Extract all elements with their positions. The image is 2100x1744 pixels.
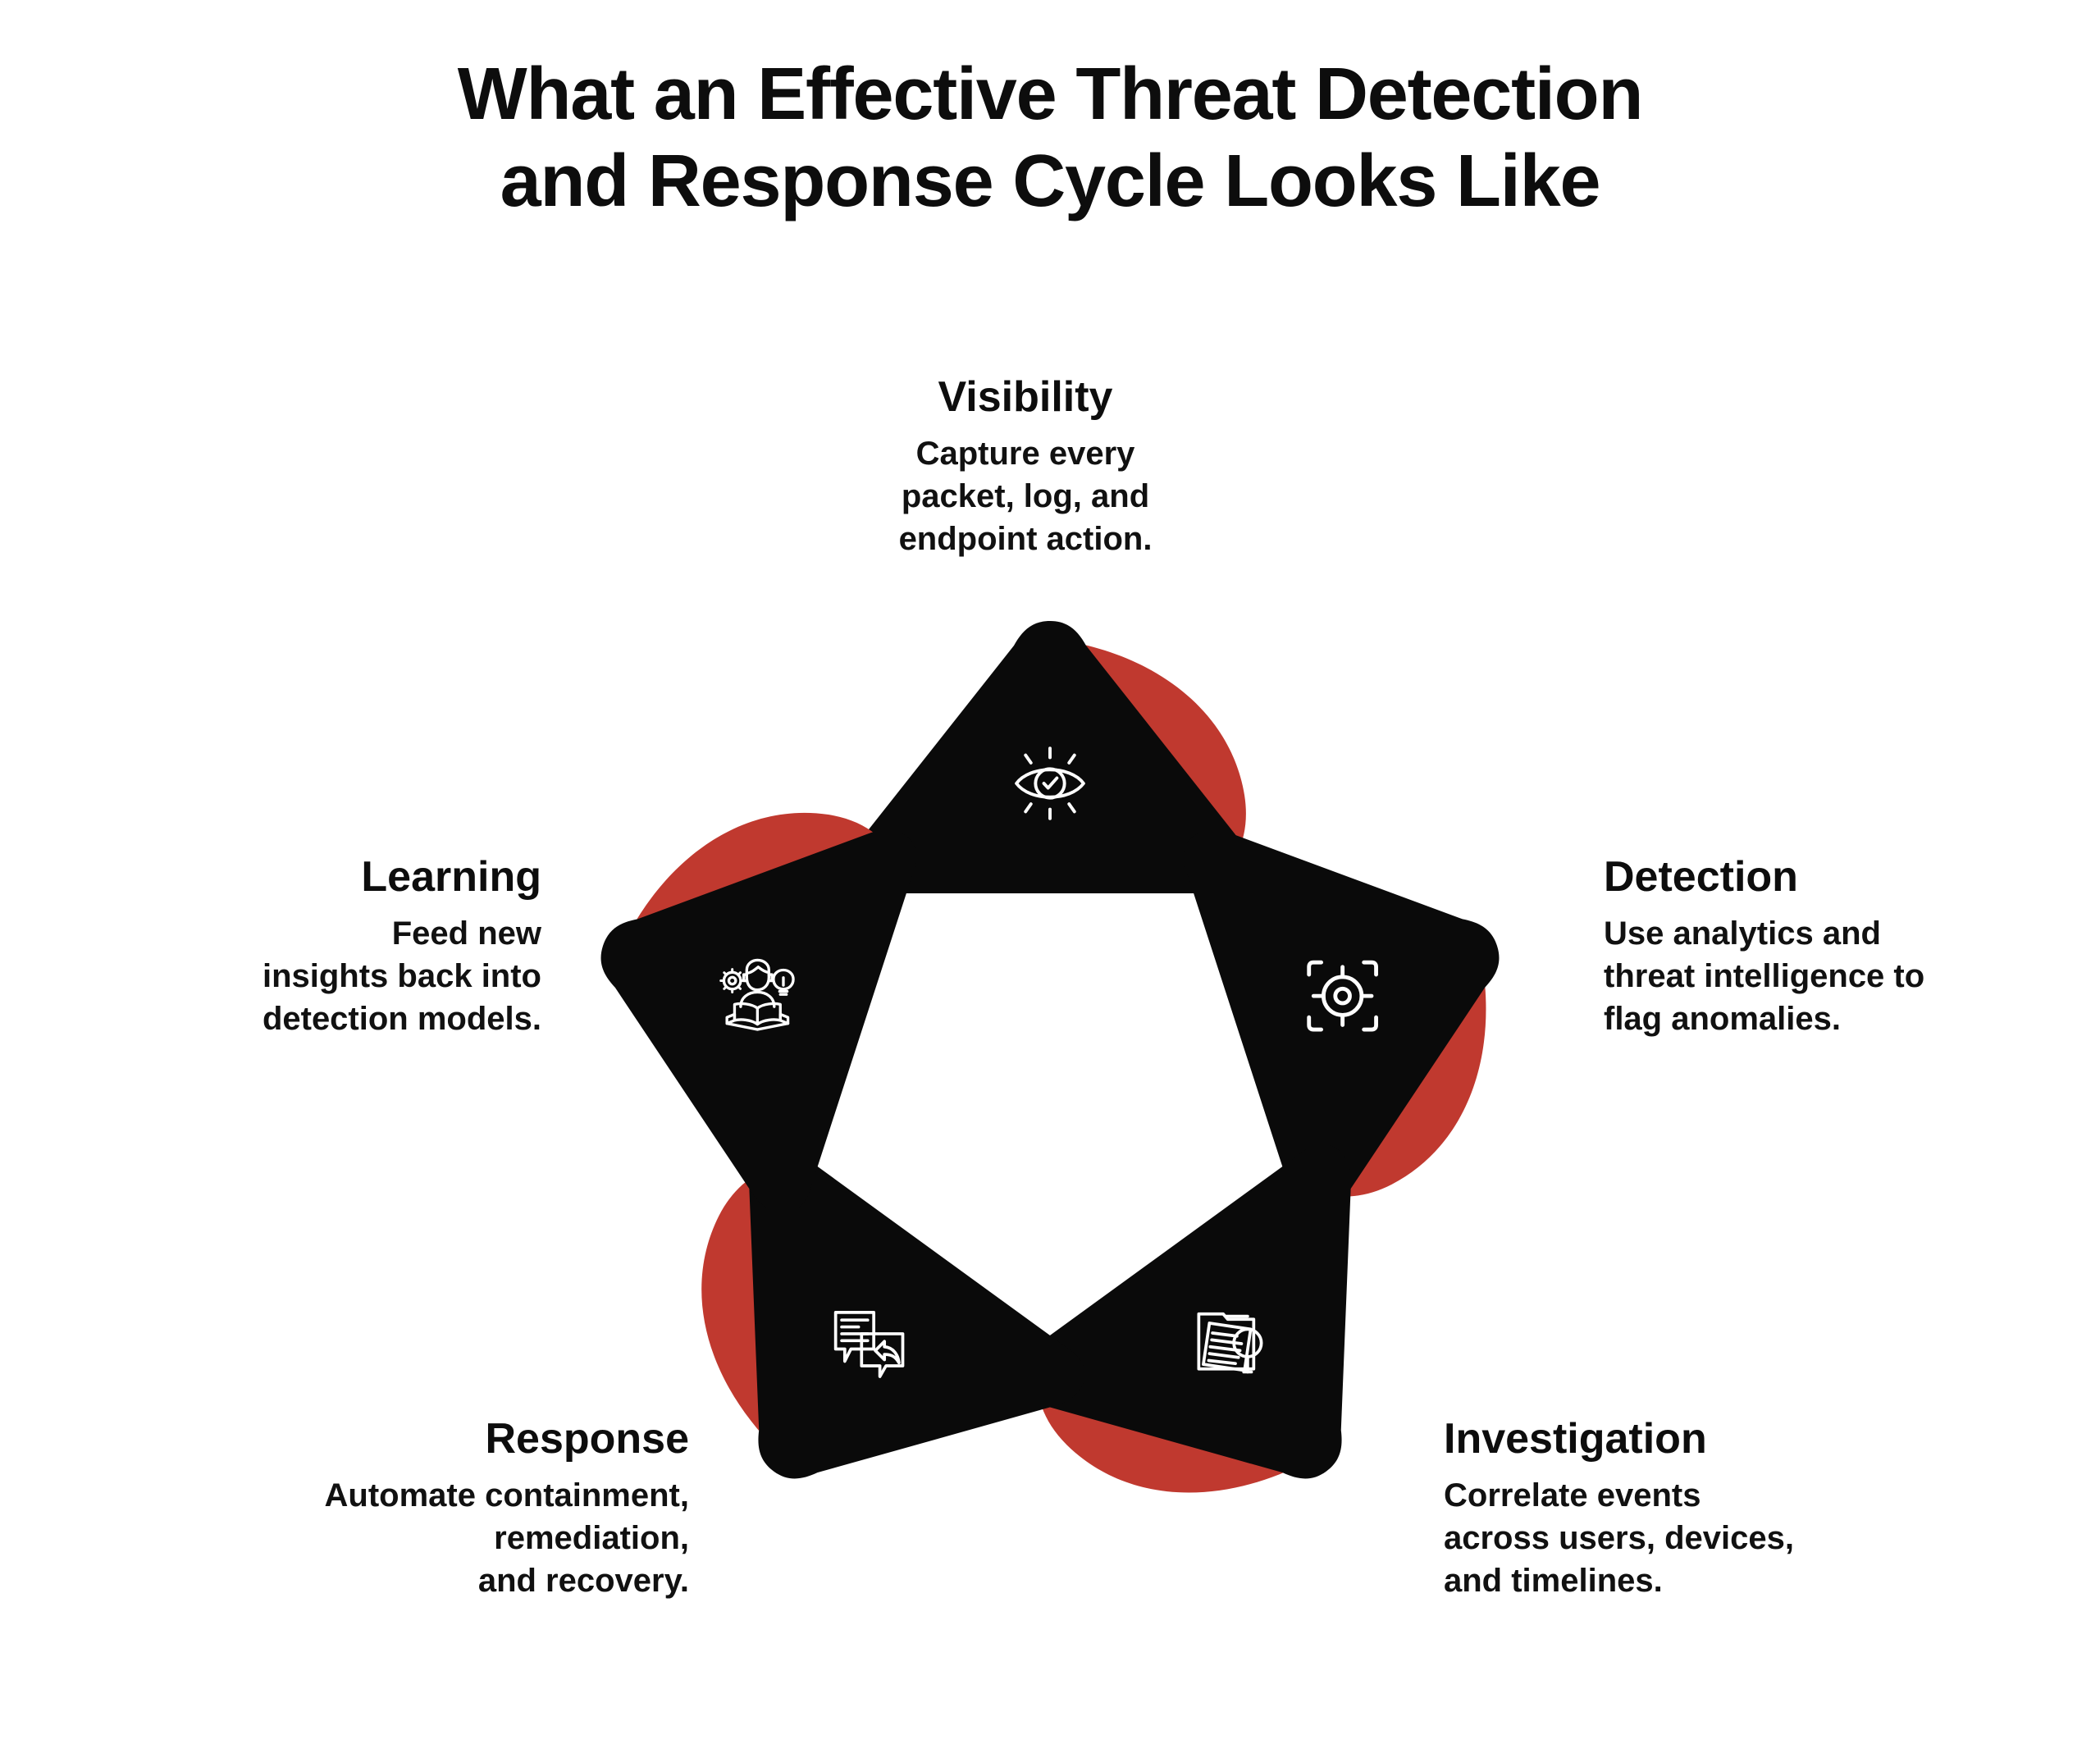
callout-desc-line: Correlate events — [1444, 1477, 1701, 1514]
callout-desc-visibility: Capture every packet, log, and endpoint … — [853, 432, 1198, 560]
callout-desc-learning: Feed new insights back into detection mo… — [189, 912, 541, 1040]
callout-desc-detection: Use analytics and threat intelligence to… — [1604, 912, 2030, 1040]
callout-desc-line: packet, log, and — [901, 478, 1150, 515]
cycle-segments — [541, 621, 1559, 1589]
cycle-segment-learning[interactable] — [541, 756, 924, 1221]
callout-desc-line: Feed new — [391, 915, 541, 952]
callout-desc-line: insights back into — [262, 958, 541, 995]
callout-desc-line: Capture every — [915, 436, 1135, 473]
callout-desc-response: Automate containment, remediation, and r… — [246, 1474, 689, 1602]
callout-response: Response Automate containment, remediati… — [246, 1415, 689, 1602]
callout-title-investigation: Investigation — [1444, 1415, 1707, 1463]
page-title: What an Effective Threat Detection and R… — [0, 51, 2100, 225]
callout-title-visibility: Visibility — [938, 373, 1113, 421]
callout-visibility: Visibility Capture every packet, log, an… — [853, 373, 1198, 560]
callout-title-learning: Learning — [361, 853, 541, 901]
callout-desc-line: and recovery. — [477, 1563, 689, 1600]
callout-learning: Learning Feed new insights back into det… — [189, 853, 541, 1040]
callout-title-detection: Detection — [1604, 853, 1798, 901]
callout-desc-line: and timelines. — [1444, 1563, 1663, 1600]
page-title-line-1: What an Effective Threat Detection — [457, 53, 1644, 135]
callout-desc-line: flag anomalies. — [1604, 1001, 1841, 1038]
callout-detection: Detection Use analytics and threat intel… — [1604, 853, 2030, 1040]
callout-desc-investigation: Correlate events across users, devices, … — [1444, 1474, 1887, 1602]
callout-desc-line: detection models. — [262, 1001, 541, 1038]
callout-desc-line: Automate containment, — [324, 1477, 689, 1514]
callout-desc-line: threat intelligence to — [1604, 958, 1925, 995]
callout-desc-line: remediation, — [494, 1520, 689, 1557]
callout-title-response: Response — [485, 1415, 689, 1463]
page-title-line-2: and Response Cycle Looks Like — [500, 140, 1601, 223]
callout-investigation: Investigation Correlate events across us… — [1444, 1415, 1887, 1602]
callout-desc-line: Use analytics and — [1604, 915, 1881, 952]
callout-desc-line: across users, devices, — [1444, 1520, 1794, 1557]
callout-desc-line: endpoint action. — [898, 521, 1153, 558]
